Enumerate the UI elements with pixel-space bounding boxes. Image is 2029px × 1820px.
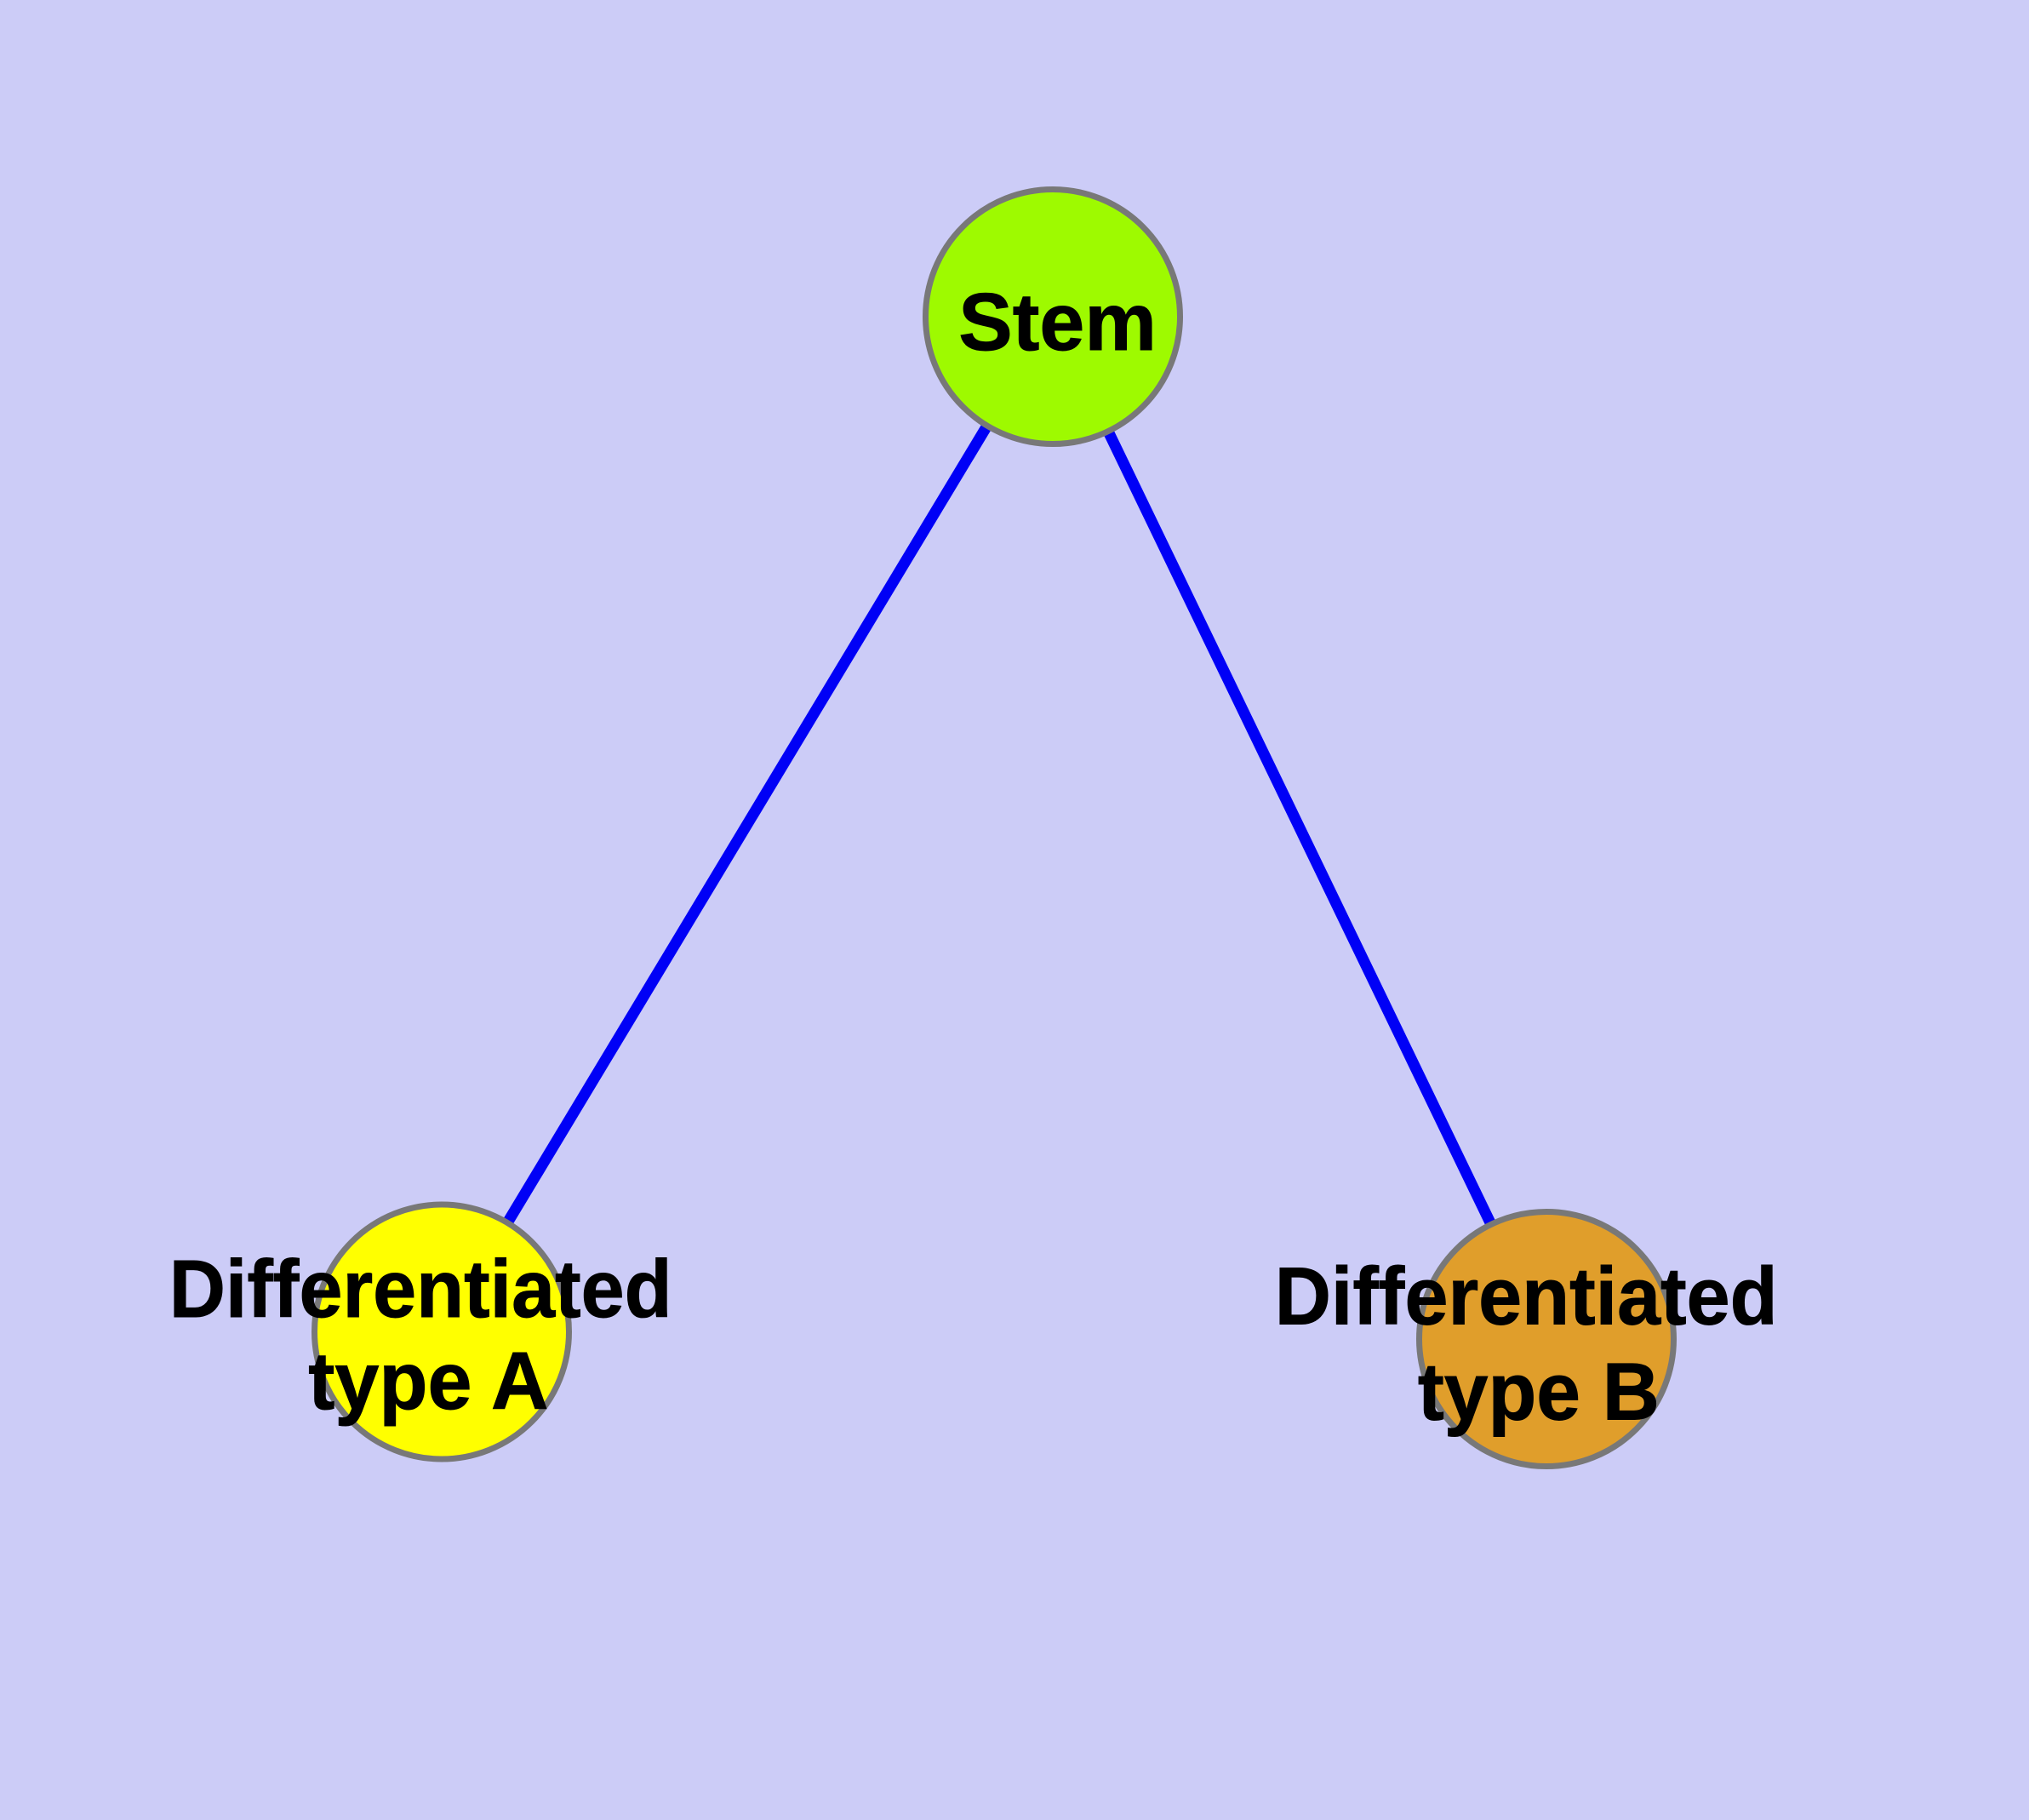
- svg-text:type B: type B: [1418, 1347, 1660, 1438]
- svg-text:type A: type A: [308, 1336, 548, 1427]
- svg-text:Differentiated: Differentiated: [169, 1244, 672, 1335]
- svg-text:Differentiated: Differentiated: [1275, 1251, 1778, 1342]
- svg-text:Stem: Stem: [958, 277, 1157, 368]
